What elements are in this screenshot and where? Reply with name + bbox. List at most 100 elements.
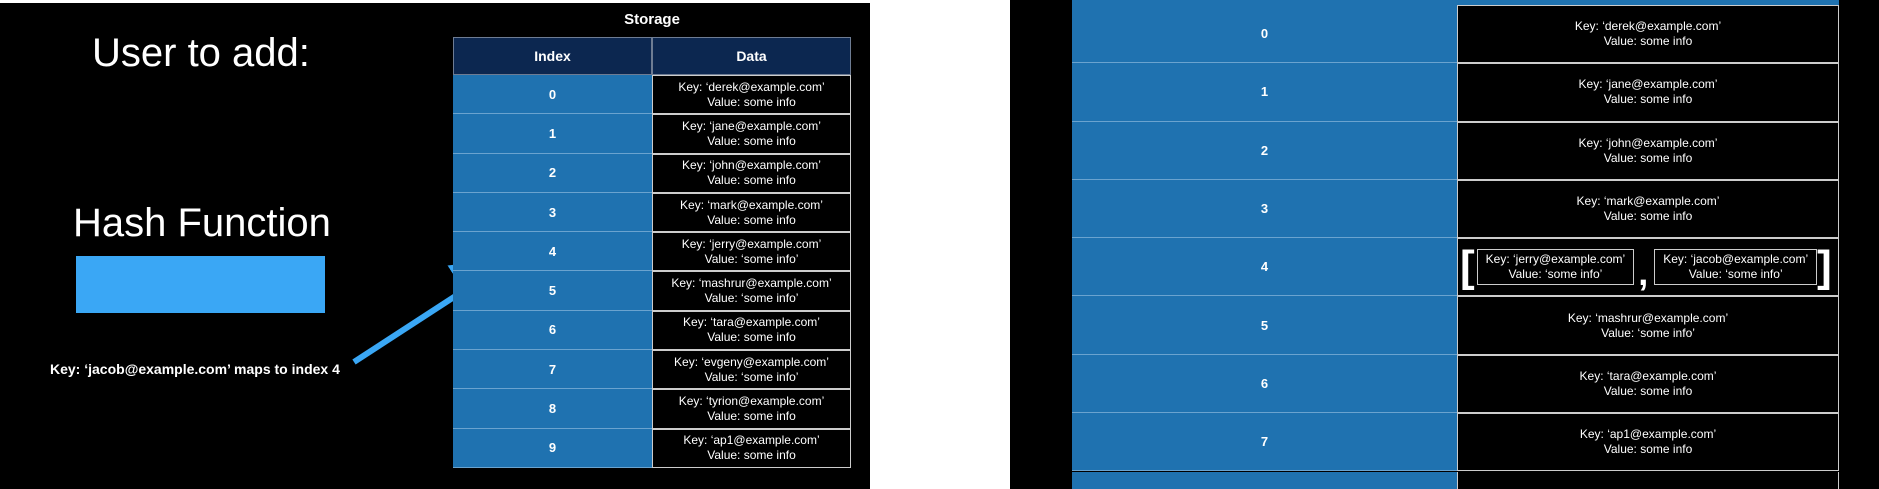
key-text: Key: ‘jacob@example.com’ <box>1663 252 1809 267</box>
index-cell: 6 <box>1072 354 1457 414</box>
value-text: Value: ‘some info’ <box>1601 325 1695 340</box>
index-cell: 0 <box>1072 5 1457 64</box>
data-cell: Key: ‘mark@example.com’Value: some info <box>652 192 851 233</box>
key-text: Key: ‘john@example.com’ <box>682 158 821 173</box>
data-cell: Key: ‘jerry@example.com’Value: ‘some inf… <box>652 232 851 272</box>
data-header: Data <box>652 37 851 75</box>
value-text: Value: some info <box>707 133 796 148</box>
value-text: Value: some info <box>707 448 796 463</box>
data-cell: Key: ‘ap1@example.com’Value: some info <box>652 428 851 468</box>
key-text: Key: ‘tyrion@example.com’ <box>678 394 825 409</box>
key-text: Key: ‘mashrur@example.com’ <box>671 276 832 291</box>
key-text: Key: ‘mashrur@example.com’ <box>1567 310 1729 325</box>
chained-data-cell: [Key: ‘jerry@example.com’Value: ‘some in… <box>1457 238 1839 297</box>
index-cell: 3 <box>453 192 652 233</box>
value-text: Value: some info <box>1603 34 1693 49</box>
chain-entry: Key: ‘jacob@example.com’Value: ‘some inf… <box>1654 249 1818 286</box>
chain-entry: Key: ‘jerry@example.com’Value: ‘some inf… <box>1476 249 1635 286</box>
open-bracket: [ <box>1460 242 1475 292</box>
key-text: Key: ‘jerry@example.com’ <box>681 236 822 251</box>
data-cell: Key: ‘john@example.com’Value: some info <box>652 153 851 193</box>
value-text: Value: some info <box>707 173 796 188</box>
data-cell: Key: ‘ap1@example.com’Value: some info <box>1457 413 1839 472</box>
key-text: Key: ‘derek@example.com’ <box>678 79 825 94</box>
value-text: Value: ‘some info’ <box>704 369 799 384</box>
data-cell: Key: ‘derek@example.com’Value: some info <box>1457 5 1839 64</box>
index-cell: 2 <box>1072 121 1457 180</box>
value-text: Value: some info <box>1603 383 1693 398</box>
data-cell: Key: ‘jane@example.com’Value: some info <box>1457 63 1839 122</box>
data-cell: Key: ‘mashrur@example.com’Value: ‘some i… <box>652 271 851 311</box>
key-text: Key: ‘jane@example.com’ <box>1578 77 1718 92</box>
value-text: Value: some info <box>707 409 796 424</box>
data-cell: Key: ‘tyrion@example.com’Value: some inf… <box>652 389 851 429</box>
table-row: 1 Key: ‘jane@example.com’Value: some info <box>453 114 851 154</box>
left-slide: User to add: Hash Function Key: ‘jacob@e… <box>0 3 870 489</box>
value-text: Value: ‘some info’ <box>704 291 799 306</box>
key-text: Key: ‘ap1@example.com’ <box>683 433 820 448</box>
key-text: Key: ‘derek@example.com’ <box>1574 19 1722 34</box>
index-cell: 0 <box>453 75 652 115</box>
index-cell: 7 <box>453 350 652 390</box>
key-text: Key: ‘tara@example.com’ <box>1579 368 1717 383</box>
value-text: Value: some info <box>707 330 796 345</box>
index-cell: 5 <box>453 271 652 311</box>
table-row-chained: 4[Key: ‘jerry@example.com’Value: ‘some i… <box>1072 238 1839 297</box>
table-bottom-edge <box>1072 472 1457 489</box>
value-text: Value: ‘some info’ <box>704 251 799 266</box>
key-text: Key: ‘ap1@example.com’ <box>1579 427 1717 442</box>
index-cell: 4 <box>1072 238 1457 297</box>
hash-function-box <box>76 256 325 313</box>
index-cell: 8 <box>453 389 652 429</box>
value-text: Value: some info <box>1603 150 1693 165</box>
index-cell: 2 <box>453 153 652 193</box>
table-bottom-edge-data <box>1457 472 1839 489</box>
value-text: Value: some info <box>1603 209 1693 224</box>
index-cell: 4 <box>453 232 652 272</box>
index-cell: 5 <box>1072 296 1457 355</box>
data-cell: Key: ‘tara@example.com’Value: some info <box>1457 354 1839 414</box>
value-text: Value: some info <box>707 94 796 109</box>
data-cell: Key: ‘john@example.com’Value: some info <box>1457 121 1839 180</box>
data-cell: Key: ‘mashrur@example.com’Value: ‘some i… <box>1457 296 1839 355</box>
index-cell: 9 <box>453 428 652 468</box>
key-text: Key: ‘jerry@example.com’ <box>1485 252 1626 267</box>
index-cell: 6 <box>453 310 652 351</box>
hash-function-title: Hash Function <box>73 201 331 245</box>
table-header: Index Data <box>453 37 851 75</box>
index-cell: 1 <box>453 114 652 154</box>
value-text: Value: ‘some info’ <box>1688 267 1783 282</box>
maps-to-label: Key: ‘jacob@example.com’ maps to index 4 <box>50 361 340 377</box>
value-text: Value: some info <box>1603 442 1693 457</box>
user-to-add-title: User to add: <box>92 31 310 75</box>
value-text: Value: some info <box>1603 92 1693 107</box>
key-text: Key: ‘jane@example.com’ <box>682 118 821 133</box>
index-cell: 1 <box>1072 63 1457 122</box>
table-top-edge <box>1072 0 1839 5</box>
data-cell: Key: ‘derek@example.com’Value: some info <box>652 75 851 115</box>
value-text: Value: some info <box>707 212 796 227</box>
value-text: Value: ‘some info’ <box>1508 267 1603 282</box>
storage-title: Storage <box>624 11 680 28</box>
key-text: Key: ‘mark@example.com’ <box>680 197 823 212</box>
data-cell: Key: ‘tara@example.com’Value: some info <box>652 310 851 351</box>
key-text: Key: ‘tara@example.com’ <box>683 315 820 330</box>
